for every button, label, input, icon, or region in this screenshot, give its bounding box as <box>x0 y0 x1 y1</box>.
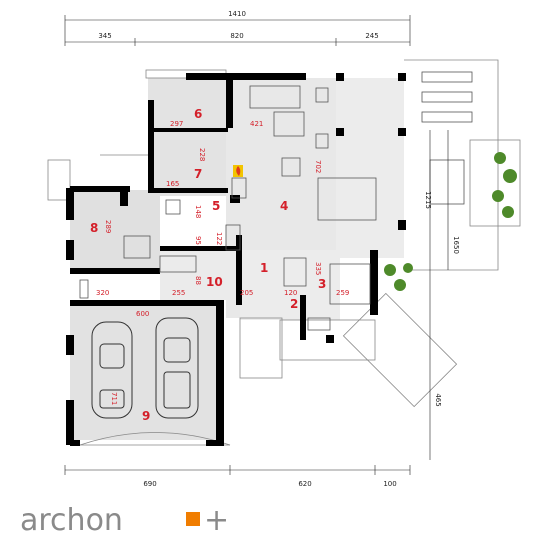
room-10: 10 <box>206 275 223 289</box>
room-dim-702: 702 <box>314 160 322 173</box>
fireplace-icon <box>231 177 247 199</box>
dim-right-a: 1215 <box>424 191 432 209</box>
dim-top-left: 345 <box>98 32 111 40</box>
room-1: 1 <box>260 261 268 275</box>
car-icon <box>155 317 199 419</box>
brand-name: archon <box>20 503 123 538</box>
terrace-table <box>429 159 465 205</box>
room-dim-600: 600 <box>136 310 149 318</box>
sofa <box>249 85 301 109</box>
room-dim-259: 259 <box>336 289 349 297</box>
room-numbers: 1 2 3 4 5 6 7 8 9 10 <box>90 107 326 423</box>
room-dim-289: 289 <box>104 220 112 233</box>
coffee-table <box>273 111 305 137</box>
brand-accent <box>186 512 200 526</box>
room-dim-122: 122 <box>215 232 223 245</box>
room-dimensions: 297 421 228 165 148 702 335 289 95 122 8… <box>96 120 349 405</box>
fireplace-icon <box>233 165 243 177</box>
armchair <box>281 157 301 177</box>
room-4: 4 <box>280 199 288 213</box>
room-dim-711: 711 <box>110 392 118 405</box>
room-dim-335: 335 <box>314 262 322 275</box>
terrace-outline <box>47 59 521 446</box>
room-9: 9 <box>142 409 150 423</box>
room-dim-120: 120 <box>284 289 297 297</box>
room-dim-205: 205 <box>240 289 253 297</box>
room-dim-228: 228 <box>198 148 206 161</box>
dimension-labels: 1410 345 820 245 690 620 100 1215 1650 4… <box>98 10 460 488</box>
archon-logo: archon + <box>20 503 229 538</box>
dim-top-mid: 820 <box>230 32 243 40</box>
walls <box>66 73 406 446</box>
room-3: 3 <box>318 277 326 291</box>
room-5: 5 <box>212 199 220 213</box>
brand-suffix: + <box>204 503 229 538</box>
room-2: 2 <box>290 297 298 311</box>
plant-icon <box>384 152 517 291</box>
dim-top-total: 1410 <box>228 10 246 18</box>
room-dim-88: 88 <box>194 276 202 285</box>
dim-right-c: 465 <box>434 393 442 406</box>
dim-top-right: 245 <box>365 32 378 40</box>
dimension-lines <box>64 15 449 475</box>
room-dim-297: 297 <box>170 120 183 128</box>
room-dim-421: 421 <box>250 120 263 128</box>
dim-bottom-mid: 620 <box>298 480 311 488</box>
room-6: 6 <box>194 107 202 121</box>
room-8: 8 <box>90 221 98 235</box>
room-dim-165: 165 <box>166 180 179 188</box>
car-icon <box>91 321 133 419</box>
room-dim-95: 95 <box>194 236 202 245</box>
room-7: 7 <box>194 167 202 181</box>
dining-table <box>317 177 377 221</box>
dim-bottom-left: 690 <box>143 480 156 488</box>
room-dim-148: 148 <box>194 205 202 218</box>
room-dim-255: 255 <box>172 289 185 297</box>
furniture <box>79 71 473 331</box>
room-dim-320: 320 <box>96 289 109 297</box>
dim-right-b: 1650 <box>452 236 460 254</box>
dim-bottom-right: 100 <box>383 480 396 488</box>
